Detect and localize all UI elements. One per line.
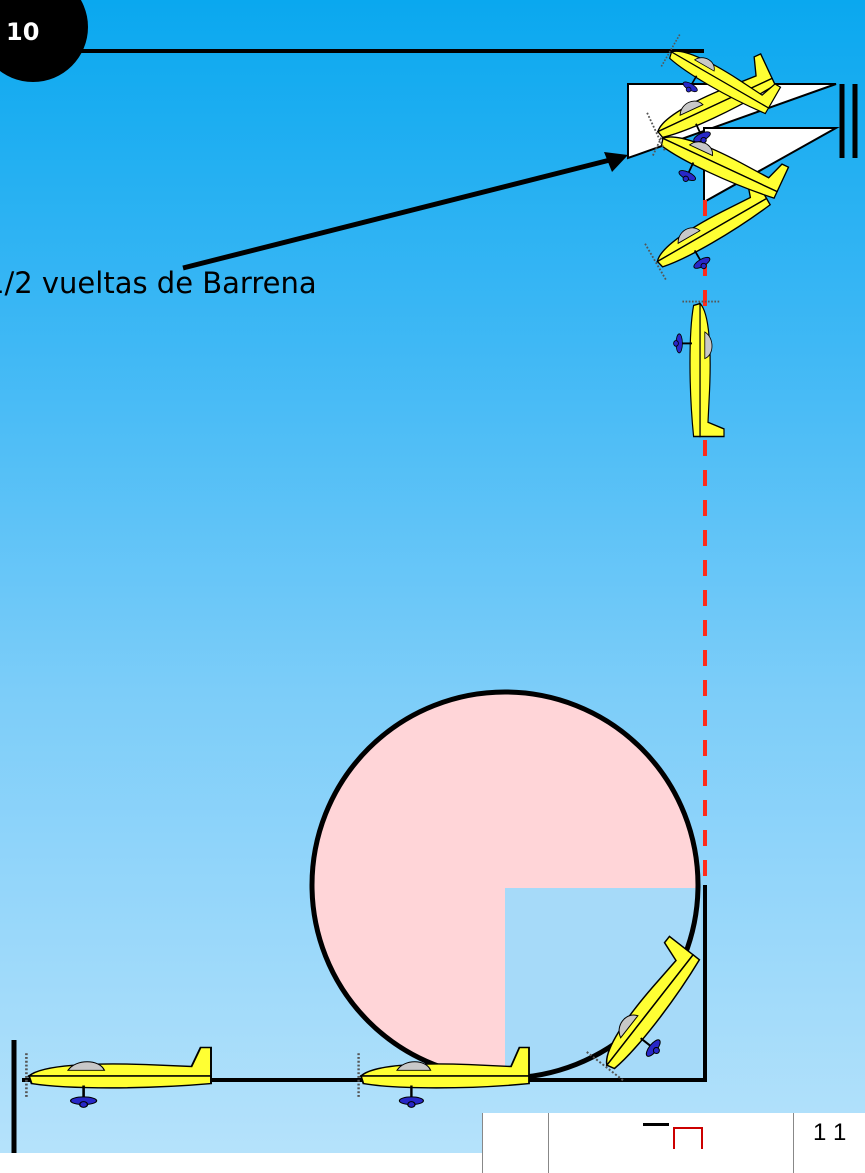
figure-badge: 10 xyxy=(0,0,88,82)
aircraft-icon xyxy=(672,300,725,438)
panel-divider xyxy=(793,1113,794,1173)
annotation-arrow xyxy=(182,157,611,271)
legend-panel: 1 1 xyxy=(482,1113,865,1173)
spin-annotation: 1/2 vueltas de Barrena xyxy=(0,266,317,300)
panel-symbol-icon xyxy=(643,1123,669,1126)
panel-text: 1 1 xyxy=(813,1119,847,1146)
panel-symbol-icon xyxy=(673,1127,703,1149)
figure-number: 10 xyxy=(6,18,40,46)
aircraft-icon xyxy=(25,1046,213,1109)
panel-divider xyxy=(548,1113,549,1173)
